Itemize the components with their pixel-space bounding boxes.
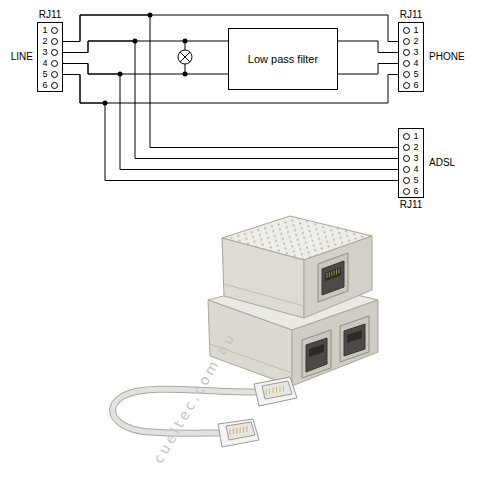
- rj11-jack: [318, 253, 348, 302]
- pin-number: 5: [413, 69, 418, 80]
- pin-socket: [403, 166, 410, 173]
- contact-stroke: [329, 272, 330, 277]
- pin-socket: [51, 82, 58, 89]
- contact-stroke: [266, 389, 267, 395]
- pin-row: 4: [38, 58, 62, 69]
- pin-socket: [403, 133, 410, 140]
- pin-number: 3: [42, 47, 47, 58]
- pin-socket: [403, 177, 410, 184]
- pin-row: 3: [38, 47, 62, 58]
- rj11-jack: [340, 316, 369, 362]
- pin-number: 5: [42, 69, 47, 80]
- contact-stroke: [334, 270, 335, 275]
- contact-stroke: [230, 429, 231, 435]
- pin-number: 4: [42, 58, 47, 69]
- pin-number: 5: [413, 175, 418, 186]
- pin-number: 2: [413, 142, 418, 153]
- pin-number: 6: [413, 80, 418, 91]
- pin-row: 4: [399, 58, 423, 69]
- contact-stroke: [339, 269, 340, 274]
- pin-row: 1: [399, 25, 423, 36]
- contact-stroke: [331, 271, 332, 276]
- pin-socket: [51, 27, 58, 34]
- pin-row: 2: [399, 142, 423, 153]
- pin-socket: [403, 144, 410, 151]
- pin-row: 1: [399, 131, 423, 142]
- wire: [338, 41, 398, 53]
- contact-stroke: [276, 387, 277, 393]
- pin-socket: [403, 188, 410, 195]
- adsl-connector: ADSLRJ11123456: [398, 128, 424, 198]
- pin-socket: [403, 49, 410, 56]
- contact-stroke: [273, 388, 274, 394]
- contact-stroke: [240, 427, 241, 433]
- splitter-box: [222, 216, 372, 318]
- pin-row: 5: [399, 175, 423, 186]
- contact-stroke: [243, 427, 244, 433]
- rj11-jack: [302, 330, 331, 378]
- pin-socket: [403, 71, 410, 78]
- port-name: LINE: [11, 51, 33, 63]
- pin-number: 3: [413, 47, 418, 58]
- pin-socket: [403, 27, 410, 34]
- pin-number: 1: [413, 131, 418, 142]
- pin-row: 4: [399, 164, 423, 175]
- filter-name: Low pass filter: [248, 53, 318, 66]
- rj11-plug: [218, 419, 259, 447]
- port-name: PHONE: [429, 51, 465, 63]
- pin-row: 2: [38, 36, 62, 47]
- wire: [63, 75, 398, 181]
- pin-number: 4: [413, 58, 418, 69]
- pin-row: 3: [399, 153, 423, 164]
- wire: [338, 64, 398, 75]
- pin-row: 2: [399, 36, 423, 47]
- junction-dots: [103, 13, 188, 106]
- contact-stroke: [327, 273, 328, 278]
- pin-number: 6: [42, 80, 47, 91]
- watermark: cueltec.com.au: [150, 329, 238, 466]
- connector-type: RJ11: [400, 9, 423, 21]
- filter-box: Low pass filter: [228, 28, 338, 90]
- pin-row: 1: [38, 25, 62, 36]
- pin-socket: [51, 38, 58, 45]
- pin-socket: [403, 38, 410, 45]
- contact-stroke: [283, 386, 284, 392]
- rj11-plug: [254, 377, 297, 406]
- contact-stroke: [336, 269, 337, 274]
- lamp-symbol: [178, 41, 192, 74]
- contact-stroke: [269, 388, 270, 394]
- pin-row: 5: [38, 69, 62, 80]
- pin-number: 6: [413, 186, 418, 197]
- pin-number: 4: [413, 164, 418, 175]
- contact-stroke: [280, 386, 281, 392]
- pin-row: 6: [399, 186, 423, 197]
- pin-number: 2: [413, 36, 418, 47]
- pin-number: 1: [413, 25, 418, 36]
- port-name: ADSL: [429, 157, 455, 169]
- pin-row: 5: [399, 69, 423, 80]
- connector-type: RJ11: [400, 199, 423, 211]
- contact-stroke: [233, 428, 234, 434]
- wire: [63, 15, 398, 148]
- pin-row: 3: [399, 47, 423, 58]
- pin-socket: [403, 60, 410, 67]
- contact-stroke: [236, 428, 237, 434]
- pin-number: 2: [42, 36, 47, 47]
- pin-number: 1: [42, 25, 47, 36]
- pin-socket: [403, 155, 410, 162]
- pin-socket: [51, 71, 58, 78]
- pin-socket: [51, 60, 58, 67]
- pin-socket: [51, 49, 58, 56]
- pin-socket: [403, 82, 410, 89]
- line-connector: RJ11LINE123456: [37, 22, 63, 92]
- pin-number: 3: [413, 153, 418, 164]
- pin-row: 6: [38, 80, 62, 91]
- connector-type: RJ11: [39, 9, 62, 21]
- contact-stroke: [247, 426, 248, 432]
- pin-row: 6: [399, 80, 423, 91]
- phone-connector: RJ11PHONE123456: [398, 22, 424, 92]
